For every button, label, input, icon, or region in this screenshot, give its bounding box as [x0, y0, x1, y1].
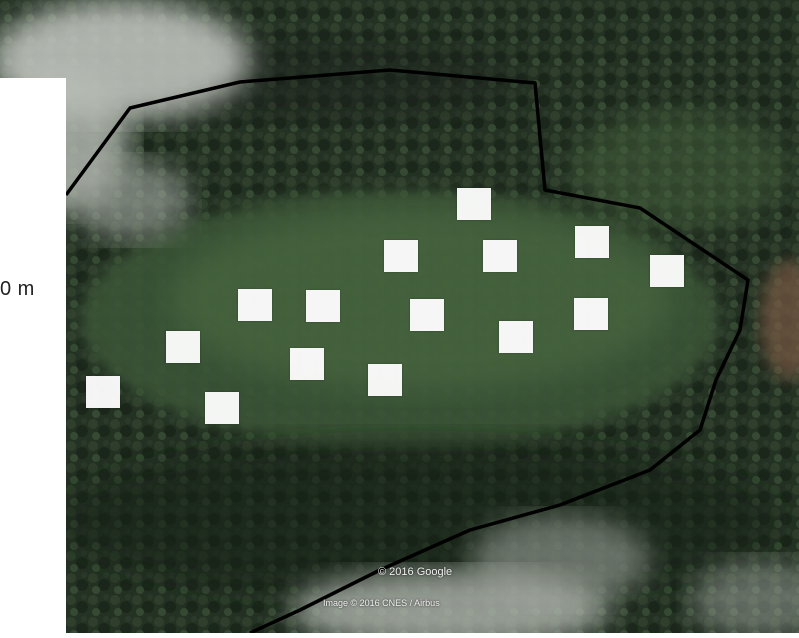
sample-plot-marker: [368, 364, 402, 396]
sample-plot-marker: [384, 240, 418, 272]
map-copyright: © 2016 Google: [378, 566, 453, 578]
sample-plot-marker: [290, 348, 324, 380]
scale-label: 0 m: [0, 278, 35, 300]
sample-plot-marker: [306, 290, 340, 322]
sample-plot-marker: [410, 299, 444, 331]
sample-plot-marker: [205, 392, 239, 424]
study-area-boundary: [64, 68, 750, 635]
scale-panel: 0 m: [0, 78, 66, 633]
sample-plot-marker: [86, 376, 120, 408]
sample-plot-marker: [483, 240, 517, 272]
sample-plot-marker: [499, 321, 533, 353]
sample-plot-marker: [166, 331, 200, 363]
sample-plot-marker: [238, 289, 272, 321]
sample-plot-marker: [575, 226, 609, 258]
sample-plot-marker: [574, 298, 608, 330]
map-imagery-credit: Image © 2016 CNES / Airbus: [323, 598, 440, 608]
sample-plot-marker: [650, 255, 684, 287]
sample-plot-marker: [457, 188, 491, 220]
